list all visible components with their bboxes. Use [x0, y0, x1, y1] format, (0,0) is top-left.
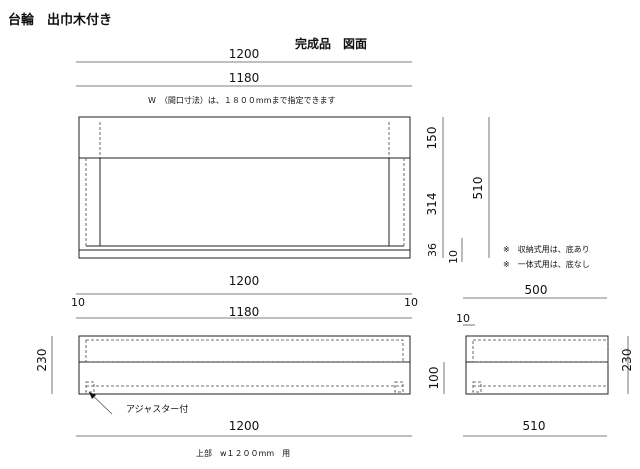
dim-label-1180-top: 1180: [229, 71, 260, 85]
adjuster-right-hidden: [394, 381, 404, 393]
dim-label-10-small: 10: [447, 250, 460, 264]
dim-label-500: 500: [525, 283, 548, 297]
dim-label-510: 510: [471, 177, 485, 200]
dim-label-100: 100: [427, 367, 441, 390]
dim-label-150: 150: [425, 127, 439, 150]
cabinet-outer-frame: [78, 116, 411, 259]
dim-label-10-right: 10: [404, 296, 418, 309]
width-note: W （間口寸法）は、１８００mmまで指定できます: [148, 95, 336, 105]
side-hidden-upper: [472, 339, 609, 363]
dim-label-1180-base: 1180: [229, 305, 260, 319]
dim-label-1200-base: 1200: [229, 274, 260, 288]
dim-label-230-base: 230: [35, 349, 49, 372]
dim-label-314: 314: [425, 193, 439, 216]
adjuster-label: アジャスター付: [126, 404, 188, 415]
dim-label-510-side: 510: [523, 419, 546, 433]
base-caption: 上部 w１２００mm 用: [196, 448, 290, 458]
base-plinth: [78, 361, 411, 395]
front-view: 1200 1180 W （間口寸法）は、１８００mmまで指定できます 150 3…: [76, 47, 490, 264]
base-front-view: 1200 10 10 1180 230 アジャスター付 1200 上部 w１２０…: [35, 274, 418, 458]
base-side-view: 500 10 100 230 510: [427, 283, 634, 437]
adjuster-arrow-icon: [89, 392, 96, 399]
note-integrated-type: ※ 一体式用は、底なし: [503, 259, 590, 269]
side-adjuster-hidden: [472, 381, 482, 393]
dim-label-36: 36: [426, 243, 439, 257]
note-storage-type: ※ 収納式用は、底あり: [503, 244, 590, 254]
adjuster-left-hidden: [85, 381, 95, 393]
dim-label-230-side: 230: [620, 349, 634, 372]
base-hidden-upper: [85, 339, 404, 363]
side-outer-frame: [465, 335, 609, 395]
dim-label-1200-top: 1200: [229, 47, 260, 61]
dim-label-10-left: 10: [71, 296, 85, 309]
dim-label-10-side: 10: [456, 312, 470, 325]
dim-label-1200-bottom: 1200: [229, 419, 260, 433]
drawing-title: 台輪 出巾木付き: [8, 12, 112, 28]
drawing-subtitle: 完成品 図面: [295, 36, 367, 51]
